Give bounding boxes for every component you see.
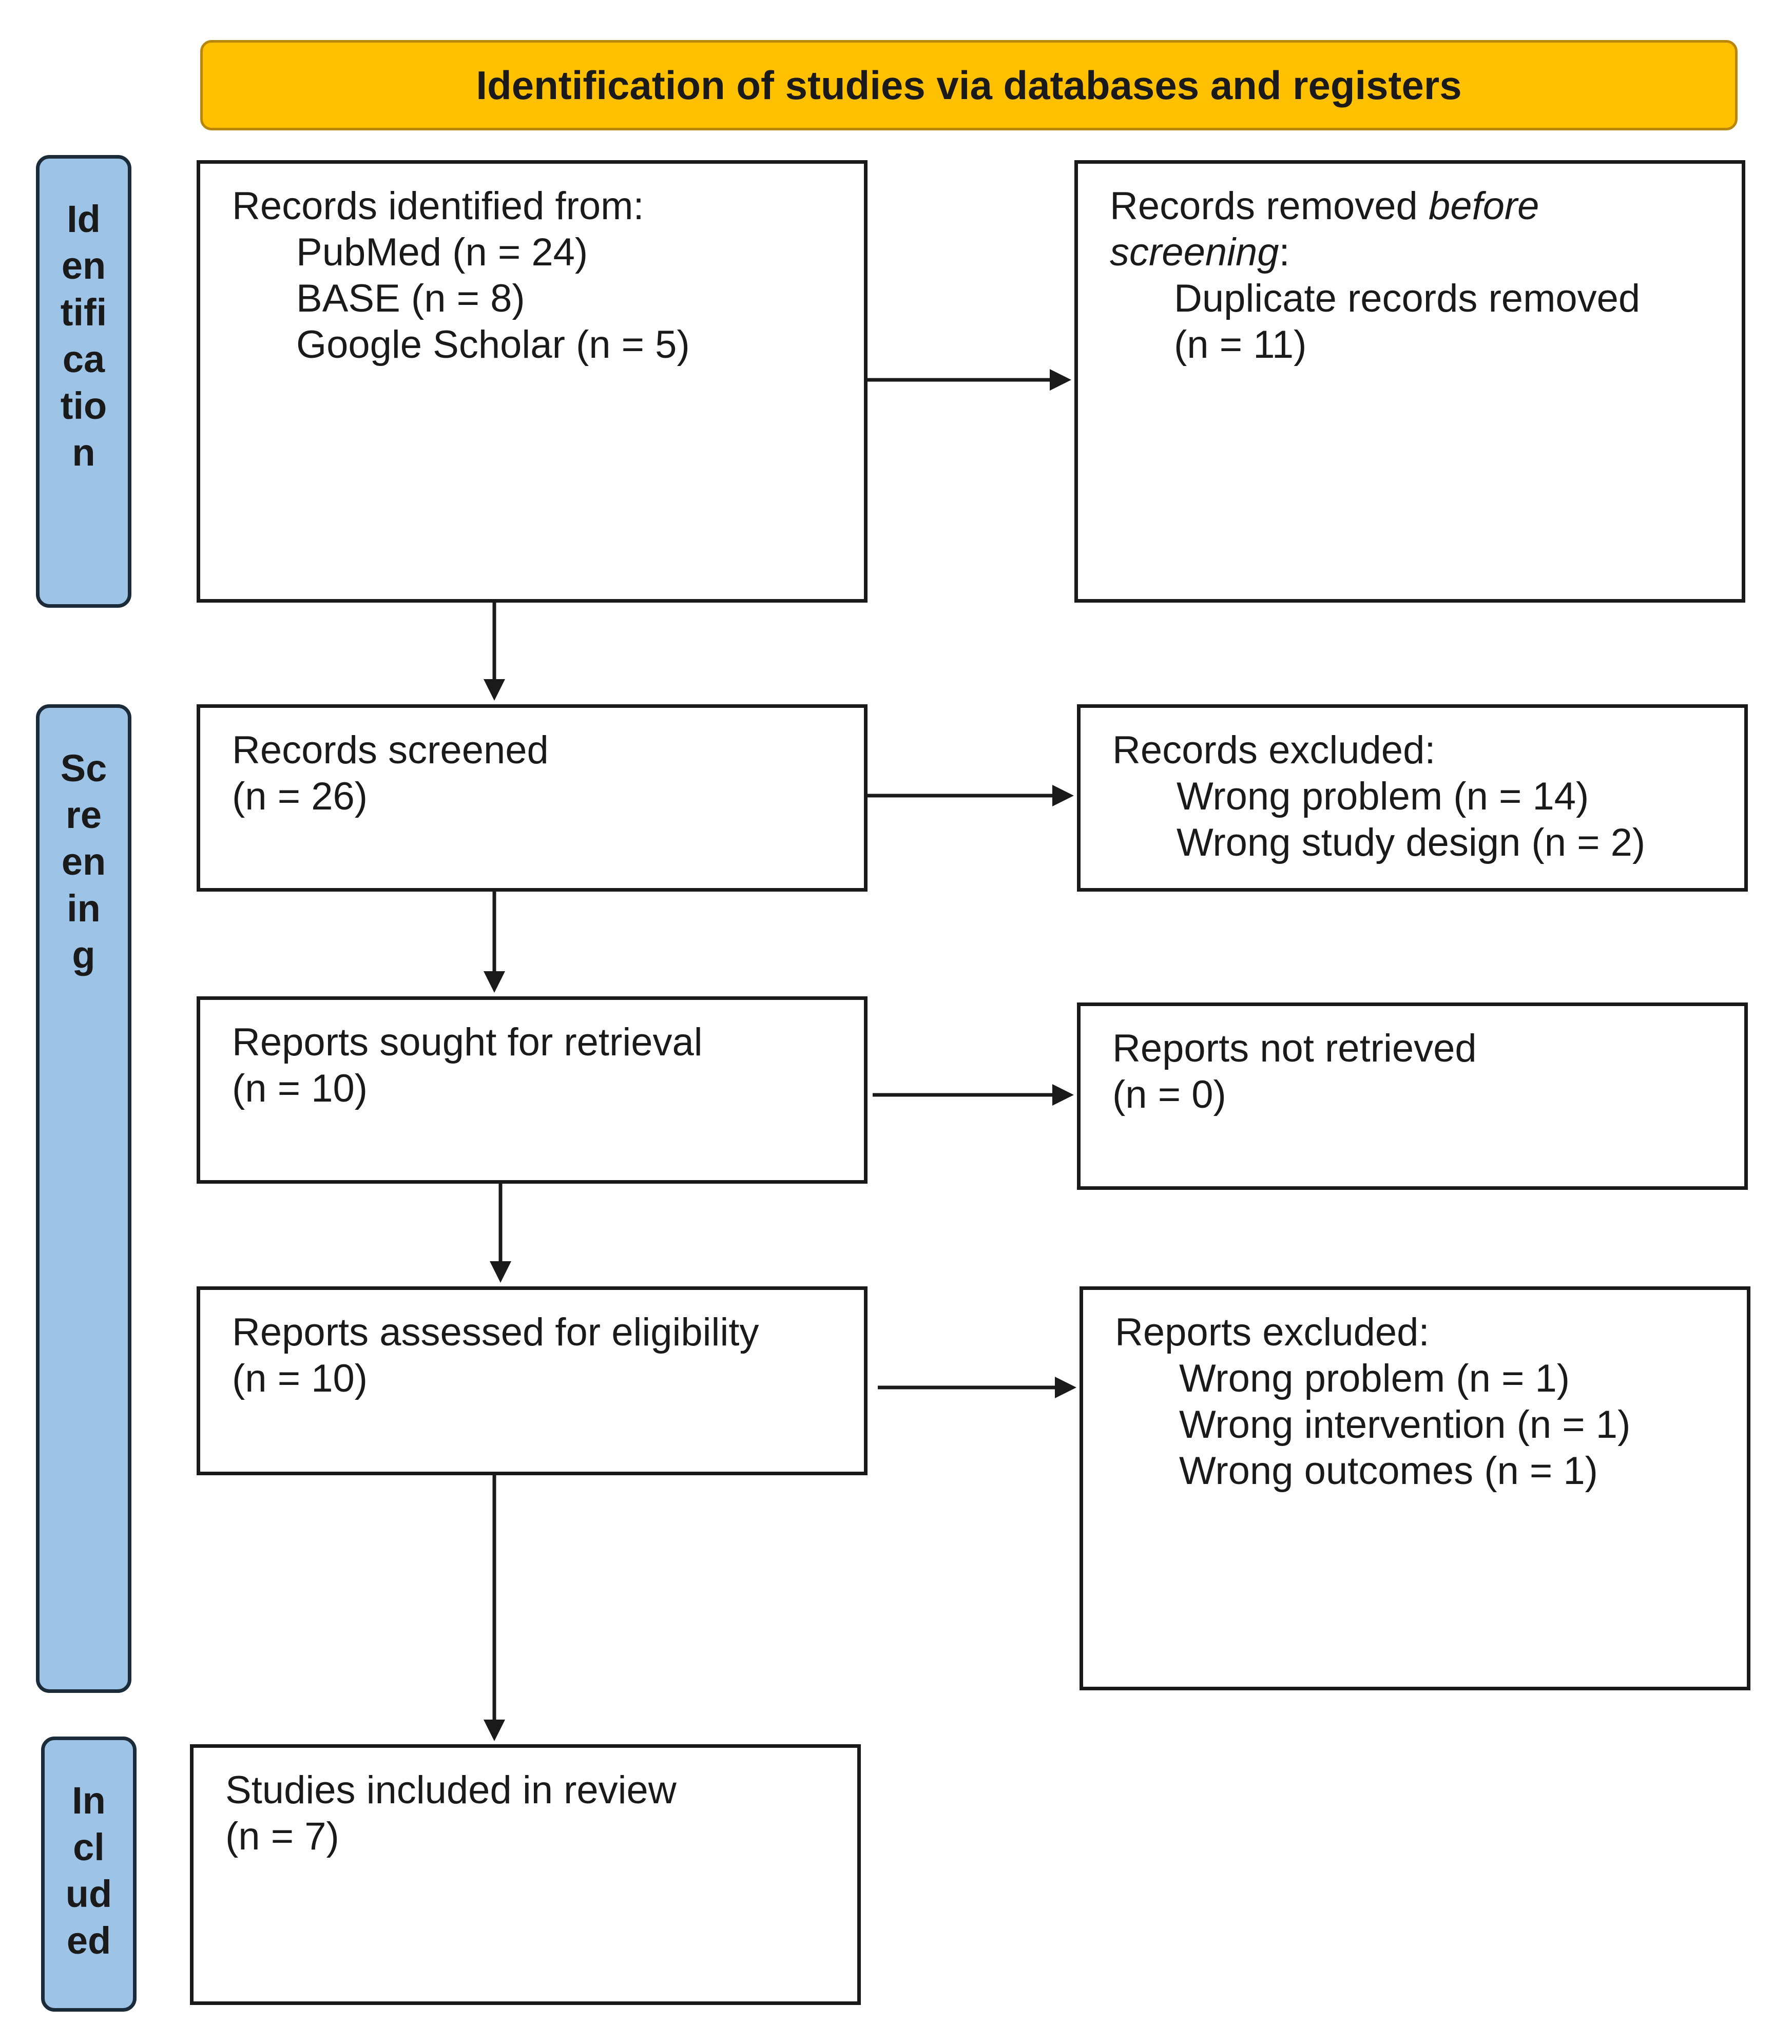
- records-excluded-title: Records excluded:: [1112, 728, 1436, 772]
- records-identified-title: Records identified from:: [232, 184, 644, 228]
- records-screened-box: Records screened (n = 26): [197, 704, 868, 892]
- reports-not-retrieved-count: (n = 0): [1112, 1073, 1226, 1116]
- records-removed-title-line2: screening:: [1110, 229, 1742, 276]
- phase-screening: Screening: [36, 704, 131, 1693]
- reports-assessed-count: (n = 10): [232, 1357, 368, 1400]
- records-excluded-box: Records excluded: Wrong problem (n = 14)…: [1077, 704, 1748, 892]
- records-removed-title-line1: Records removed before: [1110, 183, 1742, 229]
- phase-included: Included: [41, 1737, 137, 2012]
- studies-included-count: (n = 7): [225, 1815, 339, 1858]
- source-google-scholar: Google Scholar (n = 5): [296, 323, 690, 367]
- records-screened-title: Records screened: [232, 728, 549, 772]
- reports-excluded-wrong-intervention: Wrong intervention (n = 1): [1179, 1403, 1631, 1447]
- records-identified-box: Records identified from: PubMed (n = 24)…: [197, 160, 868, 603]
- reports-excluded-wrong-problem: Wrong problem (n = 1): [1179, 1357, 1570, 1400]
- duplicate-records-label: Duplicate records removed: [1174, 277, 1641, 320]
- records-removed-title-end: :: [1279, 230, 1290, 274]
- phase-identification-label: Identification: [60, 198, 107, 474]
- records-removed-title-emph-1: before: [1428, 184, 1539, 228]
- records-screened-count: (n = 26): [232, 775, 368, 818]
- excluded-wrong-problem: Wrong problem (n = 14): [1177, 775, 1589, 818]
- reports-sought-title: Reports sought for retrieval: [232, 1020, 703, 1064]
- records-removed-box: Records removed before screening: Duplic…: [1074, 160, 1745, 603]
- reports-sought-box: Reports sought for retrieval (n = 10): [197, 996, 868, 1184]
- phase-screening-label: Screening: [60, 747, 107, 976]
- reports-excluded-title: Reports excluded:: [1115, 1310, 1430, 1354]
- reports-not-retrieved-box: Reports not retrieved (n = 0): [1077, 1002, 1748, 1190]
- reports-not-retrieved-title: Reports not retrieved: [1112, 1027, 1477, 1070]
- source-pubmed: PubMed (n = 24): [296, 230, 588, 274]
- header-title: Identification of studies via databases …: [476, 62, 1462, 108]
- reports-excluded-box: Reports excluded: Wrong problem (n = 1) …: [1080, 1286, 1750, 1690]
- duplicate-records-count: (n = 11): [1174, 323, 1307, 367]
- phase-identification: Identification: [36, 155, 131, 608]
- studies-included-box: Studies included in review (n = 7): [190, 1744, 861, 2005]
- records-removed-title-start: Records removed: [1110, 184, 1429, 228]
- reports-sought-count: (n = 10): [232, 1067, 368, 1110]
- excluded-wrong-study-design: Wrong study design (n = 2): [1177, 821, 1646, 864]
- header-banner: Identification of studies via databases …: [200, 40, 1738, 130]
- reports-excluded-wrong-outcomes: Wrong outcomes (n = 1): [1179, 1449, 1598, 1493]
- studies-included-title: Studies included in review: [225, 1768, 677, 1812]
- reports-assessed-box: Reports assessed for eligibility (n = 10…: [197, 1286, 868, 1475]
- phase-included-label: Included: [65, 1779, 112, 1962]
- reports-assessed-title: Reports assessed for eligibility: [232, 1310, 759, 1354]
- source-base: BASE (n = 8): [296, 277, 525, 320]
- records-removed-title-emph-2: screening: [1110, 230, 1279, 274]
